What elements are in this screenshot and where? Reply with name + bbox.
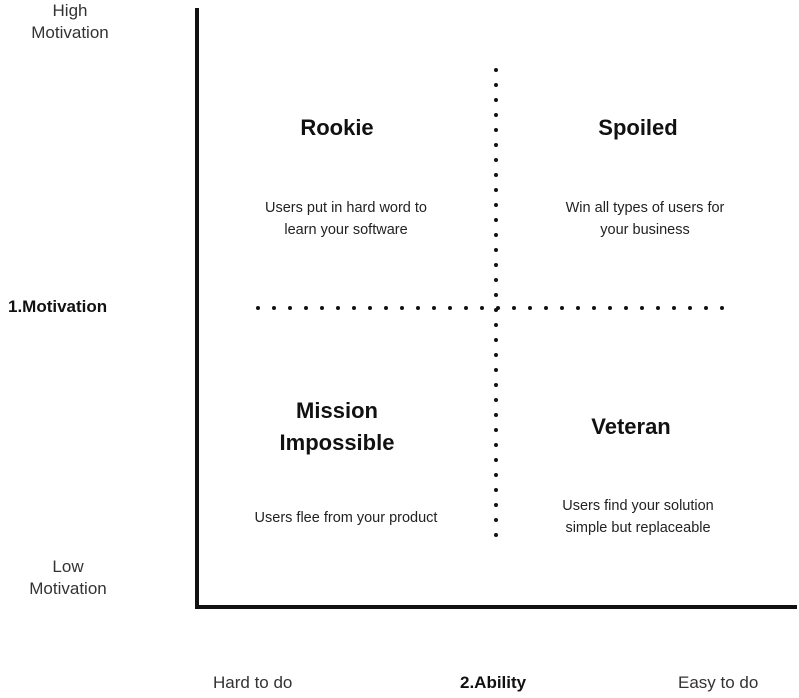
quadrant-veteran-title: Veteran <box>591 414 671 439</box>
x-axis-right-label: Easy to do <box>678 673 759 692</box>
y-axis-title: 1.Motivation <box>8 297 108 316</box>
quadrant-rookie-title: Rookie <box>300 115 374 140</box>
quadrant-rookie-description: Users put in hard word to learn your sof… <box>265 200 427 238</box>
y-axis-low-label: Low Motivation <box>29 557 107 598</box>
quadrant-veteran-description: Users find your solution simple but repl… <box>562 498 714 536</box>
quadrant-spoiled-description: Win all types of users for your business <box>565 200 725 238</box>
quadrant-mission-impossible-title: Mission Impossible <box>279 398 395 455</box>
x-axis-title: 2.Ability <box>460 673 527 692</box>
y-axis-high-label: High Motivation <box>31 1 109 42</box>
quadrant-mission-impossible-description: Users flee from your product <box>254 510 438 526</box>
quadrant-spoiled-title: Spoiled <box>598 115 678 140</box>
x-axis-left-label: Hard to do <box>213 673 293 692</box>
